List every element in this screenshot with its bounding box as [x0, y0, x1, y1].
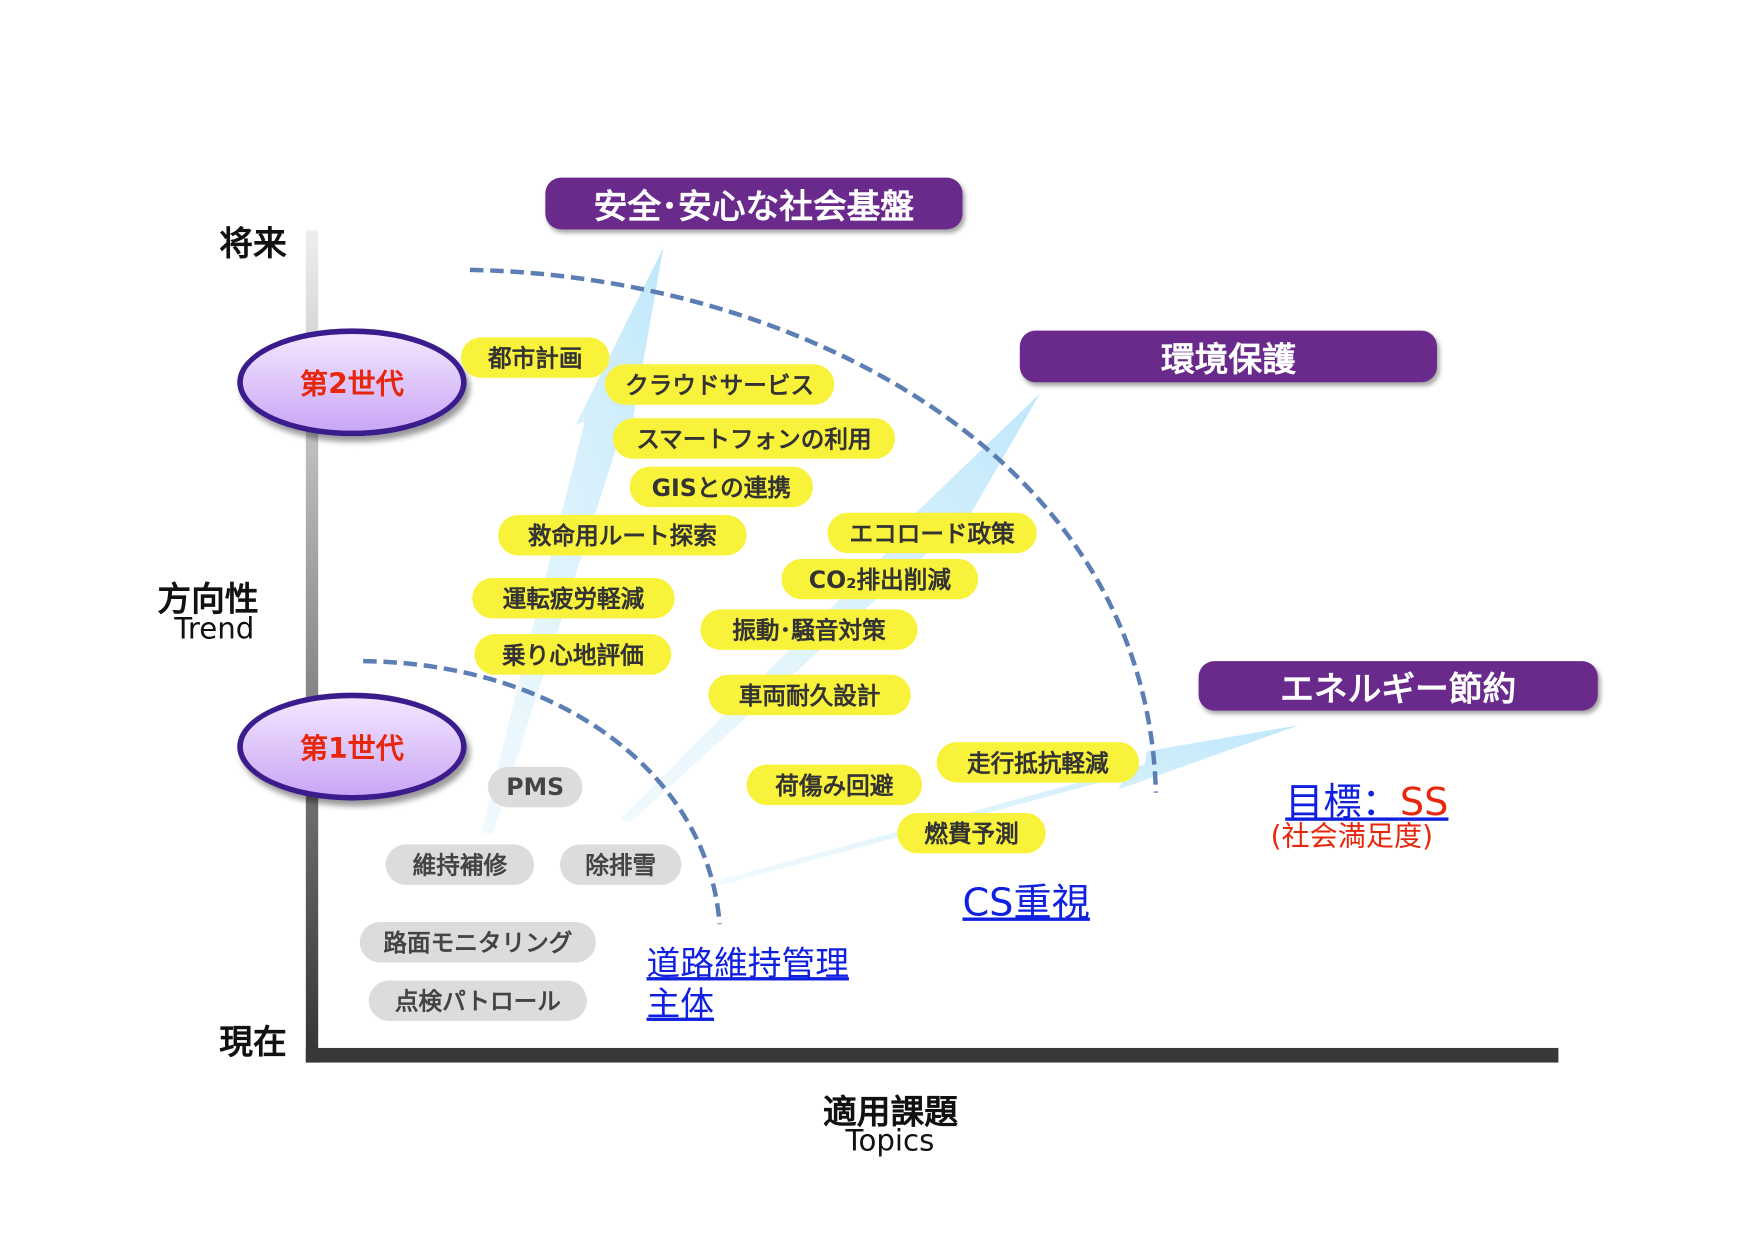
topic-pill: 救命用ルート探索	[498, 514, 747, 556]
topic-pill: 車両耐久設計	[708, 674, 911, 716]
x-axis	[305, 1047, 1559, 1063]
arrow-energy	[717, 725, 1299, 887]
goal-subtitle: (社会満足度)	[1270, 819, 1434, 853]
theme-energy: エネルギー節約	[1198, 661, 1598, 711]
generation-1: 第1世代	[237, 692, 467, 801]
topic-pill-gray: 維持補修	[385, 844, 535, 885]
topic-pill-gray: PMS	[487, 766, 583, 808]
topic-pill: エコロード政策	[827, 512, 1037, 554]
arrow-environment	[620, 393, 1041, 824]
goal-label: 目標：	[1285, 780, 1400, 826]
axis-present-label: 現在	[219, 1023, 287, 1063]
theme-safety: 安全･安心な社会基盤	[545, 177, 963, 230]
topic-pill: GISとの連携	[629, 466, 813, 508]
topic-pill-gray: 路面モニタリング	[359, 922, 596, 963]
topic-pill: 振動･騒音対策	[700, 609, 918, 650]
topic-pill: 荷傷み回避	[746, 764, 923, 806]
topic-pill: 走行抵抗軽減	[936, 742, 1140, 783]
topic-pill: スマートフォンの利用	[612, 418, 896, 459]
topic-pill: 運転疲労軽減	[472, 577, 675, 619]
boundary-arc-2nd	[469, 267, 1159, 793]
boundary-arc-1st	[363, 658, 722, 925]
generation-2: 第2世代	[237, 328, 467, 437]
topic-pill: 乗り心地評価	[474, 634, 672, 675]
goal-ss: SS	[1399, 780, 1449, 826]
topic-pill-gray: 除排雪	[559, 844, 682, 885]
theme-environment: 環境保護	[1019, 330, 1437, 383]
axis-future-label: 将来	[219, 224, 287, 265]
cs-focus-link[interactable]: CS重視	[962, 880, 1090, 926]
road-maintenance-link[interactable]: 道路維持管理	[646, 944, 849, 984]
y-axis-subtitle: Trend	[174, 612, 255, 647]
topic-pill: CO₂排出削減	[781, 558, 979, 600]
topic-pill: 都市計画	[461, 337, 610, 378]
goal-link[interactable]: 目標：SS	[1285, 771, 1448, 826]
topic-pill: 燃費予測	[897, 812, 1046, 854]
road-maintenance-link-2[interactable]: 主体	[646, 984, 714, 1025]
topic-pill: クラウドサービス	[604, 364, 835, 405]
topic-pill-gray: 点検パトロール	[368, 980, 587, 1021]
y-axis	[305, 230, 319, 1063]
x-axis-title: 適用課題	[823, 1092, 958, 1133]
y-axis-title: 方向性	[157, 580, 259, 620]
x-axis-subtitle: Topics	[845, 1124, 935, 1159]
